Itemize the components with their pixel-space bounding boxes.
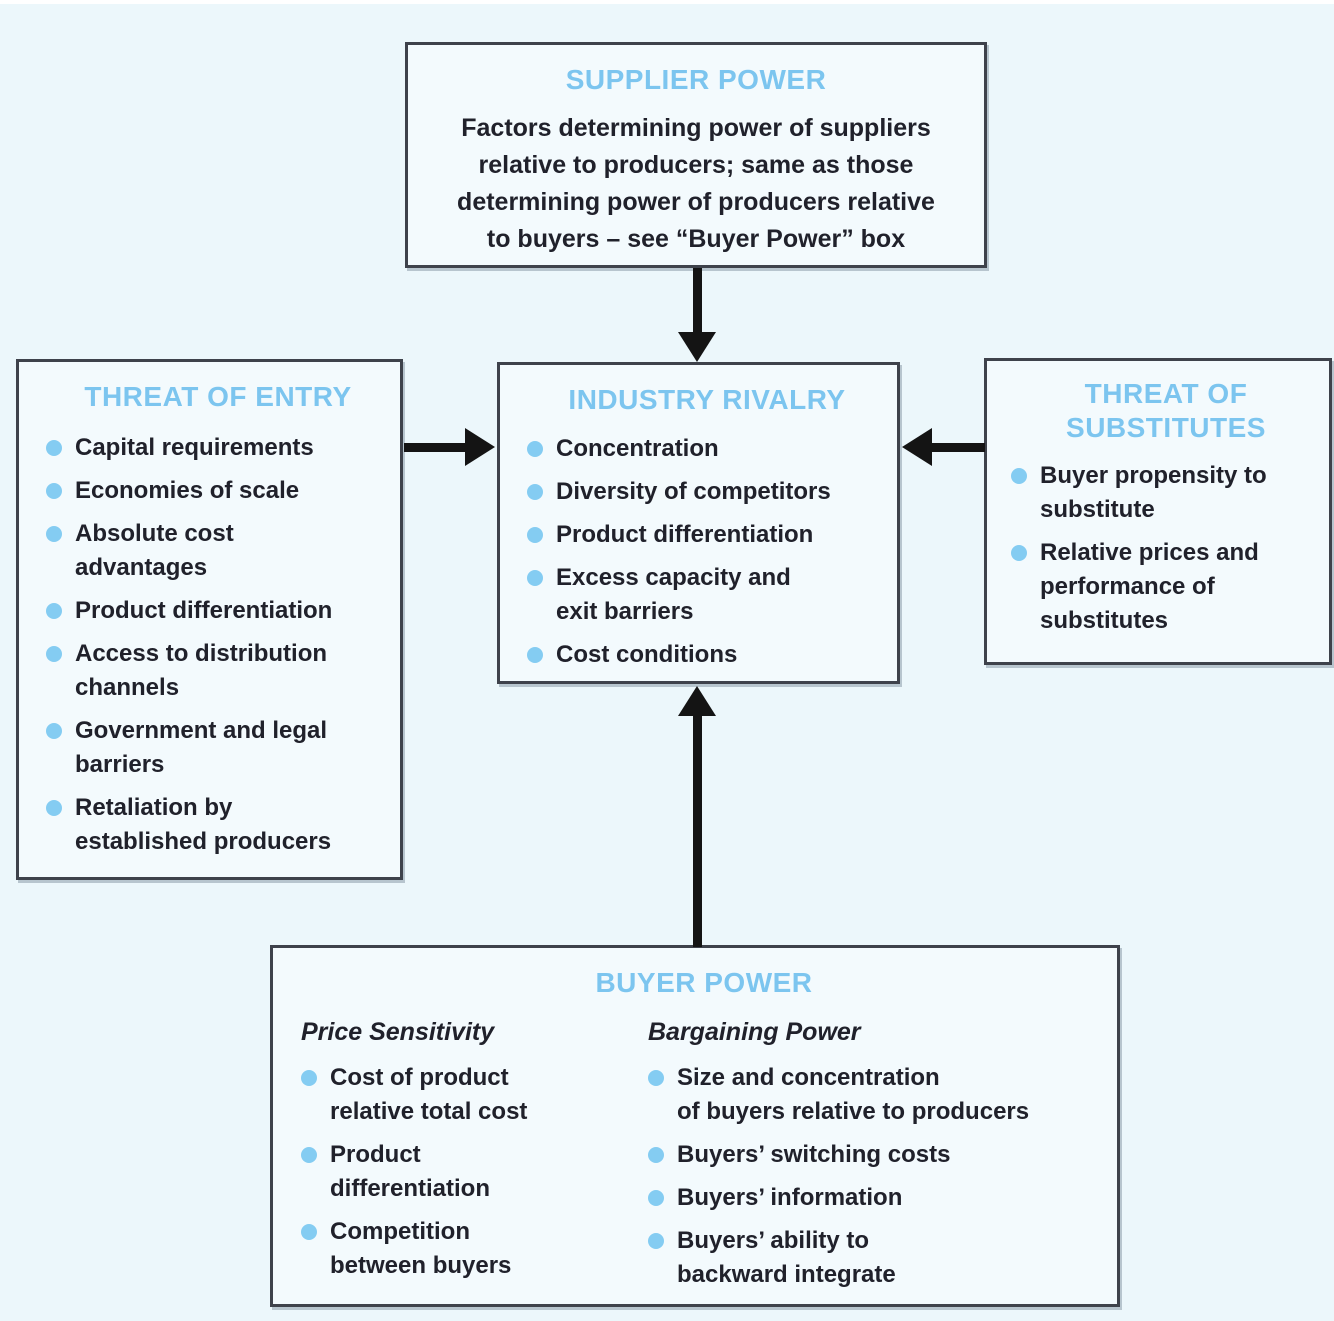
threat-of-substitutes-box: THREAT OF SUBSTITUTES Buyer propensity t… xyxy=(984,358,1332,665)
list-item: Buyers’ switching costs xyxy=(648,1138,1107,1172)
bullet-icon xyxy=(46,526,62,542)
list-item: Cost conditions xyxy=(527,638,887,672)
bullet-icon xyxy=(648,1233,664,1249)
price-sensitivity-subtitle: Price Sensitivity xyxy=(301,1018,495,1046)
bullet-icon xyxy=(527,484,543,500)
list-item: Product differentiation xyxy=(46,594,390,628)
arrow-head-down-icon xyxy=(678,332,716,362)
price-sensitivity-column: Price Sensitivity Cost of product relati… xyxy=(301,1018,648,1301)
arrow-head-right-icon xyxy=(465,428,495,466)
list-item: Concentration xyxy=(527,432,887,466)
list-item: Absolute cost advantages xyxy=(46,517,390,585)
arrow-shaft xyxy=(932,443,985,452)
bullet-icon xyxy=(301,1070,317,1086)
bullet-icon xyxy=(527,441,543,457)
list-item: Retaliation by established producers xyxy=(46,791,390,859)
list-item: Capital requirements xyxy=(46,431,390,465)
list-item: Economies of scale xyxy=(46,474,390,508)
buyer-power-title: BUYER POWER xyxy=(595,967,813,998)
bullet-icon xyxy=(648,1070,664,1086)
arrow-shaft xyxy=(693,268,702,334)
list-item: Product differentiation xyxy=(527,518,887,552)
list-item: Size and concentration of buyers relativ… xyxy=(648,1061,1107,1129)
bullet-icon xyxy=(527,570,543,586)
bargaining-power-subtitle: Bargaining Power xyxy=(648,1018,861,1046)
arrow-head-left-icon xyxy=(902,428,932,466)
bullet-icon xyxy=(46,603,62,619)
supplier-power-box: SUPPLIER POWER Factors determining power… xyxy=(405,42,987,268)
list-item: Relative prices and performance of subst… xyxy=(1011,536,1321,638)
bullet-icon xyxy=(648,1190,664,1206)
industry-rivalry-box: INDUSTRY RIVALRY Concentration Diversity… xyxy=(497,362,900,684)
bullet-icon xyxy=(1011,468,1027,484)
list-item: Buyers’ ability to backward integrate xyxy=(648,1224,1107,1292)
industry-rivalry-title: INDUSTRY RIVALRY xyxy=(568,384,846,415)
threat-of-substitutes-title: THREAT OF SUBSTITUTES xyxy=(1066,378,1266,443)
supplier-power-title: SUPPLIER POWER xyxy=(565,64,827,95)
bullet-icon xyxy=(527,647,543,663)
list-item: Product differentiation xyxy=(301,1138,648,1206)
list-item: Government and legal barriers xyxy=(46,714,390,782)
buyer-power-box: BUYER POWER Price Sensitivity Cost of pr… xyxy=(270,945,1120,1307)
bullet-icon xyxy=(46,440,62,456)
list-item: Cost of product relative total cost xyxy=(301,1061,648,1129)
supplier-power-body: Factors determining power of suppliers r… xyxy=(457,114,935,253)
list-item: Diversity of competitors xyxy=(527,475,887,509)
list-item: Buyer propensity to substitute xyxy=(1011,459,1321,527)
bargaining-power-column: Bargaining Power Size and concentration … xyxy=(648,1018,1107,1301)
bullet-icon xyxy=(46,723,62,739)
bullet-icon xyxy=(301,1224,317,1240)
bullet-icon xyxy=(1011,545,1027,561)
list-item: Competition between buyers xyxy=(301,1215,648,1283)
bullet-icon xyxy=(46,800,62,816)
bullet-icon xyxy=(527,527,543,543)
bullet-icon xyxy=(46,483,62,499)
bullet-icon xyxy=(301,1147,317,1163)
buyer-power-columns: Price Sensitivity Cost of product relati… xyxy=(301,1018,1107,1301)
bullet-icon xyxy=(648,1147,664,1163)
bullet-icon xyxy=(46,646,62,662)
arrow-shaft xyxy=(693,713,702,947)
list-item: Buyers’ information xyxy=(648,1181,1107,1215)
arrow-shaft xyxy=(404,443,467,452)
threat-of-entry-title: THREAT OF ENTRY xyxy=(84,381,352,412)
arrow-head-up-icon xyxy=(678,686,716,716)
list-item: Excess capacity and exit barriers xyxy=(527,561,887,629)
list-item: Access to distribution channels xyxy=(46,637,390,705)
top-white-strip xyxy=(0,0,1334,4)
threat-of-entry-box: THREAT OF ENTRY Capital requirements Eco… xyxy=(16,359,403,880)
